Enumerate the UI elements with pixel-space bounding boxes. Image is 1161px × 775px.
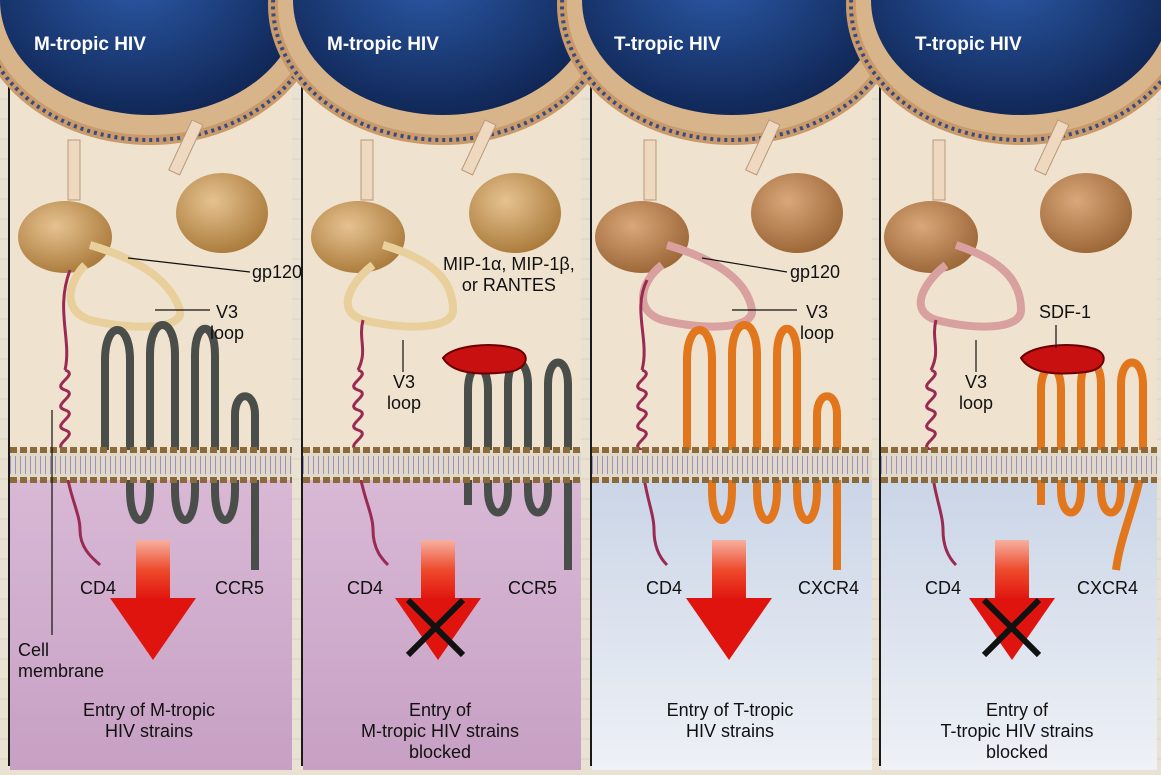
v3-label-line-1: V3 — [965, 372, 988, 392]
chemokine-ligand — [441, 344, 527, 375]
chemokine-label: MIP-1α, MIP-1β, or RANTES — [443, 254, 575, 296]
panel-1-illustration — [0, 0, 325, 770]
panel-title: M-tropic HIV — [327, 34, 439, 55]
gp120-unbound — [176, 173, 268, 253]
chemokine-label-line-2: or RANTES — [461, 275, 556, 295]
panel-m-tropic-blocked: M-tropic HIV MIP-1α, MIP-1β, or RANTES V… — [268, 0, 618, 770]
panel-caption: Entry of M-tropic HIV strains — [10, 700, 288, 742]
caption-line-2: M-tropic HIV strains — [360, 721, 520, 741]
caption-line-1: Entry of — [985, 700, 1049, 720]
ccr5-label: CCR5 — [508, 578, 558, 598]
panel-t-tropic-blocked: T-tropic HIV SDF-1 V3 loop CD4 CXCR4 Ent… — [846, 0, 1161, 770]
panel-caption: Entry of T-tropic HIV strains blocked — [881, 700, 1153, 763]
v3-label-line-1: V3 — [806, 302, 829, 322]
virus-particle — [293, 0, 593, 115]
block-x-icon — [981, 597, 1042, 658]
caption-line-2: HIV strains — [685, 721, 775, 741]
panel-caption: Entry of M-tropic HIV strains blocked — [303, 700, 577, 763]
cd4-label: CD4 — [925, 578, 962, 598]
v3-label-line-1: V3 — [216, 302, 239, 322]
ccr5-receptor — [101, 321, 259, 570]
ccr5-label: CCR5 — [215, 578, 265, 598]
cd4-label: CD4 — [80, 578, 117, 598]
cell-membrane-label: Cell membrane — [18, 640, 104, 682]
v3-label-line-2: loop — [387, 393, 422, 413]
virus-particle — [0, 0, 300, 115]
gp120-bound — [18, 201, 112, 273]
panel-t-tropic-entry: T-tropic HIV gp120 V3 loop CD4 CXCR4 Ent… — [557, 0, 907, 770]
panel-title: T-tropic HIV — [915, 34, 1022, 55]
caption-line-3: blocked — [408, 742, 472, 762]
caption-line-1: Entry of M-tropic — [82, 700, 216, 720]
panel-4-illustration — [846, 0, 1161, 770]
cd4-label: CD4 — [646, 578, 683, 598]
panel-m-tropic-entry: M-tropic HIV gp120 V3 loop CD4 CCR5 Cell… — [0, 0, 325, 770]
v3-loop-label: V3 loop — [387, 372, 421, 414]
v3-loop-label: V3 loop — [210, 302, 244, 344]
v3-label-line-2: loop — [210, 323, 245, 343]
v3-label-line-1: V3 — [393, 372, 416, 392]
caption-line-1: Entry of T-tropic — [666, 700, 794, 720]
entry-arrow — [110, 540, 196, 660]
virus-particle — [871, 0, 1161, 115]
sdf1-ligand — [1019, 344, 1105, 375]
cxcr4-label: CXCR4 — [1077, 578, 1139, 598]
block-x-icon — [405, 597, 466, 658]
sdf1-label: SDF-1 — [1039, 302, 1092, 322]
v3-loop-label: V3 loop — [800, 302, 834, 344]
caption-line-2: HIV strains — [104, 721, 194, 741]
gp120-label: gp120 — [790, 262, 841, 282]
v3-loop-label: V3 loop — [959, 372, 993, 414]
gp120-label: gp120 — [252, 262, 303, 282]
membrane-label-line-1: Cell — [18, 640, 50, 660]
cell-membrane — [10, 447, 292, 483]
membrane-label-line-2: membrane — [18, 661, 105, 681]
panel-title: M-tropic HIV — [34, 34, 146, 55]
v3-label-line-2: loop — [959, 393, 994, 413]
entry-arrow — [686, 540, 772, 660]
v3-label-line-2: loop — [800, 323, 835, 343]
chemokine-label-line-1: MIP-1α, MIP-1β, — [443, 254, 575, 274]
cd4-label: CD4 — [347, 578, 384, 598]
caption-line-1: Entry of — [408, 700, 472, 720]
panel-3-illustration — [557, 0, 907, 770]
cxcr4-label: CXCR4 — [798, 578, 860, 598]
panel-2-illustration — [268, 0, 618, 770]
virus-particle — [582, 0, 882, 115]
caption-line-2: T-tropic HIV strains — [940, 721, 1094, 741]
panel-title: T-tropic HIV — [614, 34, 721, 55]
cxcr4-receptor — [683, 321, 841, 570]
panel-caption: Entry of T-tropic HIV strains — [592, 700, 868, 742]
caption-line-3: blocked — [985, 742, 1049, 762]
